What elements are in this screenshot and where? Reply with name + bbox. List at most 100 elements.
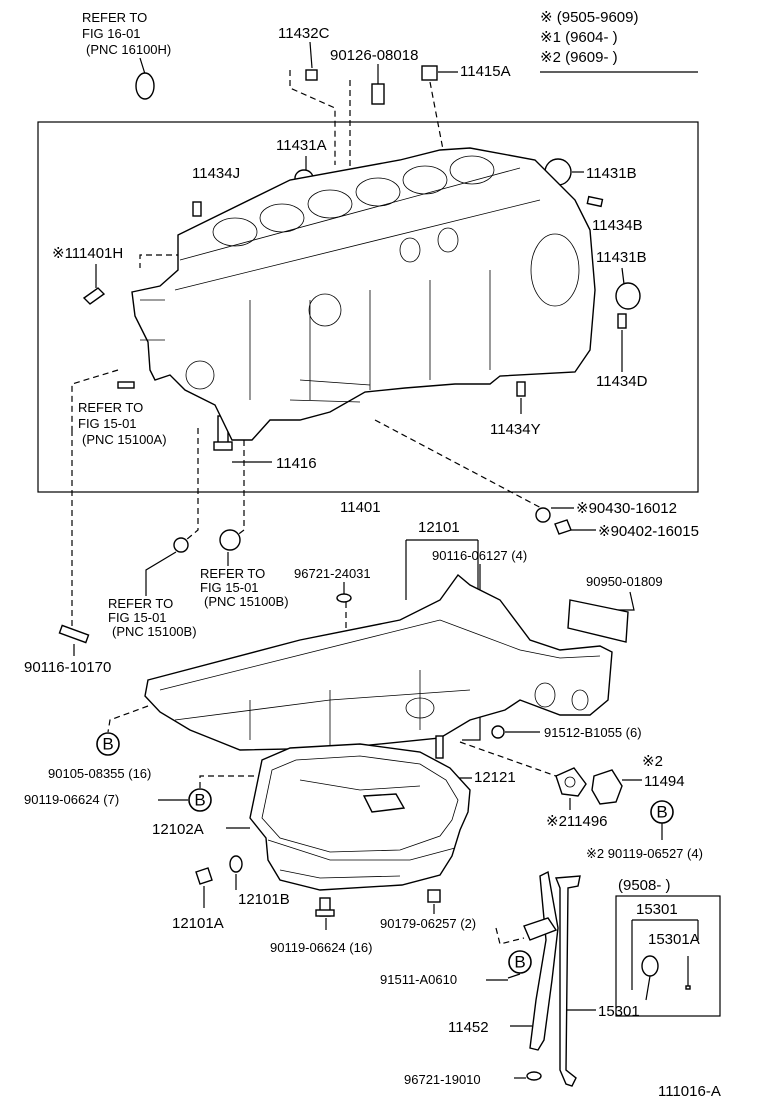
legend-row-2: ※2 (9609- ) [540, 49, 618, 66]
right-block-parts: 11431B 11434B 11431B 11434D 11434Y [490, 158, 648, 438]
inset-label-15301A: 15301A [648, 931, 700, 948]
cylinder-block [131, 147, 596, 441]
label-11434D: 11434D [596, 373, 648, 390]
drain-plug-parts: ※90430-16012 ※90402-16015 [535, 500, 699, 540]
label-12121: 12121 [474, 769, 516, 786]
ref-fig16-line1: REFER TO [82, 10, 147, 25]
plug-11431B-mid [615, 282, 641, 310]
b-marker-3: B ※2 90119-06527 (4) [586, 800, 703, 861]
stud-90116-10170 [58, 624, 90, 644]
label-11494: 11494 [644, 773, 685, 790]
label-111401H: ※111401H [52, 245, 123, 262]
label-90430-16012: ※90430-16012 [576, 500, 677, 517]
bolt-11416-head [213, 441, 233, 451]
ref-fig15b: REFER TO FIG 15-01 (PNC 15100B) REFER TO… [24, 428, 289, 676]
legend-row-1: ※1 (9604- ) [540, 29, 618, 46]
b-marker-1: B [96, 705, 149, 756]
ref-fig15b1-line2: FIG 15-01 [200, 580, 259, 595]
gasket-211496 [555, 767, 587, 797]
pin-11434J [192, 201, 202, 217]
ref-fig16: REFER TO FIG 16-01 (PNC 16100H) [82, 10, 171, 100]
stud-90126 [371, 83, 385, 105]
pin-11434Y [516, 381, 526, 397]
label-11431B-mid: 11431B [596, 249, 647, 266]
label-90119-06527: ※2 90119-06527 (4) [586, 846, 703, 861]
plate-11494 [591, 769, 623, 805]
label-90119-06624-16: 90119-06624 (16) [270, 940, 372, 955]
label-12102A: 12102A [152, 821, 204, 838]
bolt-bottom-pan1 [435, 735, 444, 759]
label-12101A: 12101A [172, 915, 224, 932]
label-11431B-top: 11431B [586, 165, 637, 182]
oil-pan-2 [249, 743, 471, 891]
plug-12101A [195, 867, 213, 885]
label-11416: 11416 [276, 455, 317, 472]
inset-dipstick-ring [641, 955, 659, 977]
inset-15301: (9508- ) 15301 15301A [615, 877, 721, 1017]
drain-plug-group: 12101A 12101B 90119-06624 (16) 90179-062… [172, 855, 476, 955]
left-block-parts: ※111401H REFER TO FIG 15-01 (PNC 15100A)… [52, 245, 381, 516]
inset-frame [615, 895, 721, 1017]
pin-11434D [617, 313, 627, 329]
label-96721-24031: 96721-24031 [294, 566, 371, 581]
ref-fig15b2-line2: FIG 15-01 [108, 610, 167, 625]
label-96721-19010: 96721-19010 [404, 1072, 481, 1087]
label-12101: 12101 [418, 519, 460, 536]
dipstick-group: B 91511-A0610 11452 15301 96721-19010 [380, 870, 640, 1087]
b-marker-3-text: B [656, 803, 667, 822]
oring-96721-24031 [336, 593, 352, 603]
label-11432C: 11432C [278, 25, 330, 42]
b-marker-2-text: B [194, 791, 205, 810]
ref-fig15b2-line3: (PNC 15100B) [112, 624, 197, 639]
upper-pan-labels: 12101 90116-06127 (4) 96721-24031 90950-… [294, 519, 663, 741]
pin-11434B [586, 195, 604, 208]
plug-90402 [554, 519, 572, 535]
label-90119-06624-7: 90119-06624 (7) [24, 792, 119, 807]
ref-fig15a-line2: FIG 15-01 [78, 416, 137, 431]
label-11434J: 11434J [192, 165, 240, 182]
legend: ※ (9505-9609) ※1 (9604- ) ※2 (9609- ) [540, 9, 698, 73]
label-90116-06127: 90116-06127 (4) [432, 548, 527, 563]
plug-11415A [421, 65, 438, 81]
figure-id: 111016-A [658, 1083, 721, 1100]
ref-fig15a-line3: (PNC 15100A) [82, 432, 167, 447]
oil-seal-part [135, 72, 155, 100]
inset-label-15301: 15301 [636, 901, 678, 918]
label-211496: ※211496 [546, 813, 608, 830]
label-91511-A0610: 91511-A0610 [380, 972, 457, 987]
label-90126-08018: 90126-08018 [330, 47, 418, 64]
label-11452: 11452 [448, 1019, 489, 1036]
pin-fig15a [117, 381, 135, 389]
label-11401: 11401 [340, 499, 381, 516]
label-11494-note: ※2 [642, 753, 663, 770]
bolt-90179 [427, 889, 441, 903]
washer-90430 [535, 507, 551, 523]
dipstick-guide-11452 [529, 870, 559, 1051]
label-12101B: 12101B [238, 891, 290, 908]
oil-pan-1 [144, 573, 613, 751]
legend-row-0: ※ (9505-9609) [540, 9, 638, 26]
b-marker-2: 90119-06624 (7) B [24, 775, 280, 812]
ref-fig16-line3: (PNC 16100H) [86, 42, 171, 57]
ref-fig15b1-line3: (PNC 15100B) [204, 594, 289, 609]
label-11415A: 11415A [460, 63, 511, 80]
ref-fig15b1-line1: REFER TO [200, 566, 265, 581]
bolt-90119-16-head [315, 909, 335, 917]
inset-range: (9508- ) [618, 877, 671, 894]
label-15301: 15301 [598, 1003, 640, 1020]
label-90116-10170: 90116-10170 [24, 659, 111, 676]
label-11434Y: 11434Y [490, 421, 541, 438]
label-91512-B1055: 91512-B1055 (6) [544, 725, 642, 740]
baffle-90950 [567, 599, 629, 643]
label-90402-16015: ※90402-16015 [598, 523, 699, 540]
ref-fig16-line2: FIG 16-01 [82, 26, 141, 41]
block-frame [37, 121, 699, 493]
b-marker-1-text: B [102, 735, 113, 754]
label-90950-01809: 90950-01809 [586, 574, 663, 589]
b-marker-4-text: B [514, 953, 525, 972]
bolt-111401H [82, 287, 106, 305]
part-91512-group: 91512-B1055 (6) [491, 725, 642, 740]
ref-fig15b2-line1: REFER TO [108, 596, 173, 611]
label-90105-08355: 90105-08355 (16) [48, 766, 151, 781]
